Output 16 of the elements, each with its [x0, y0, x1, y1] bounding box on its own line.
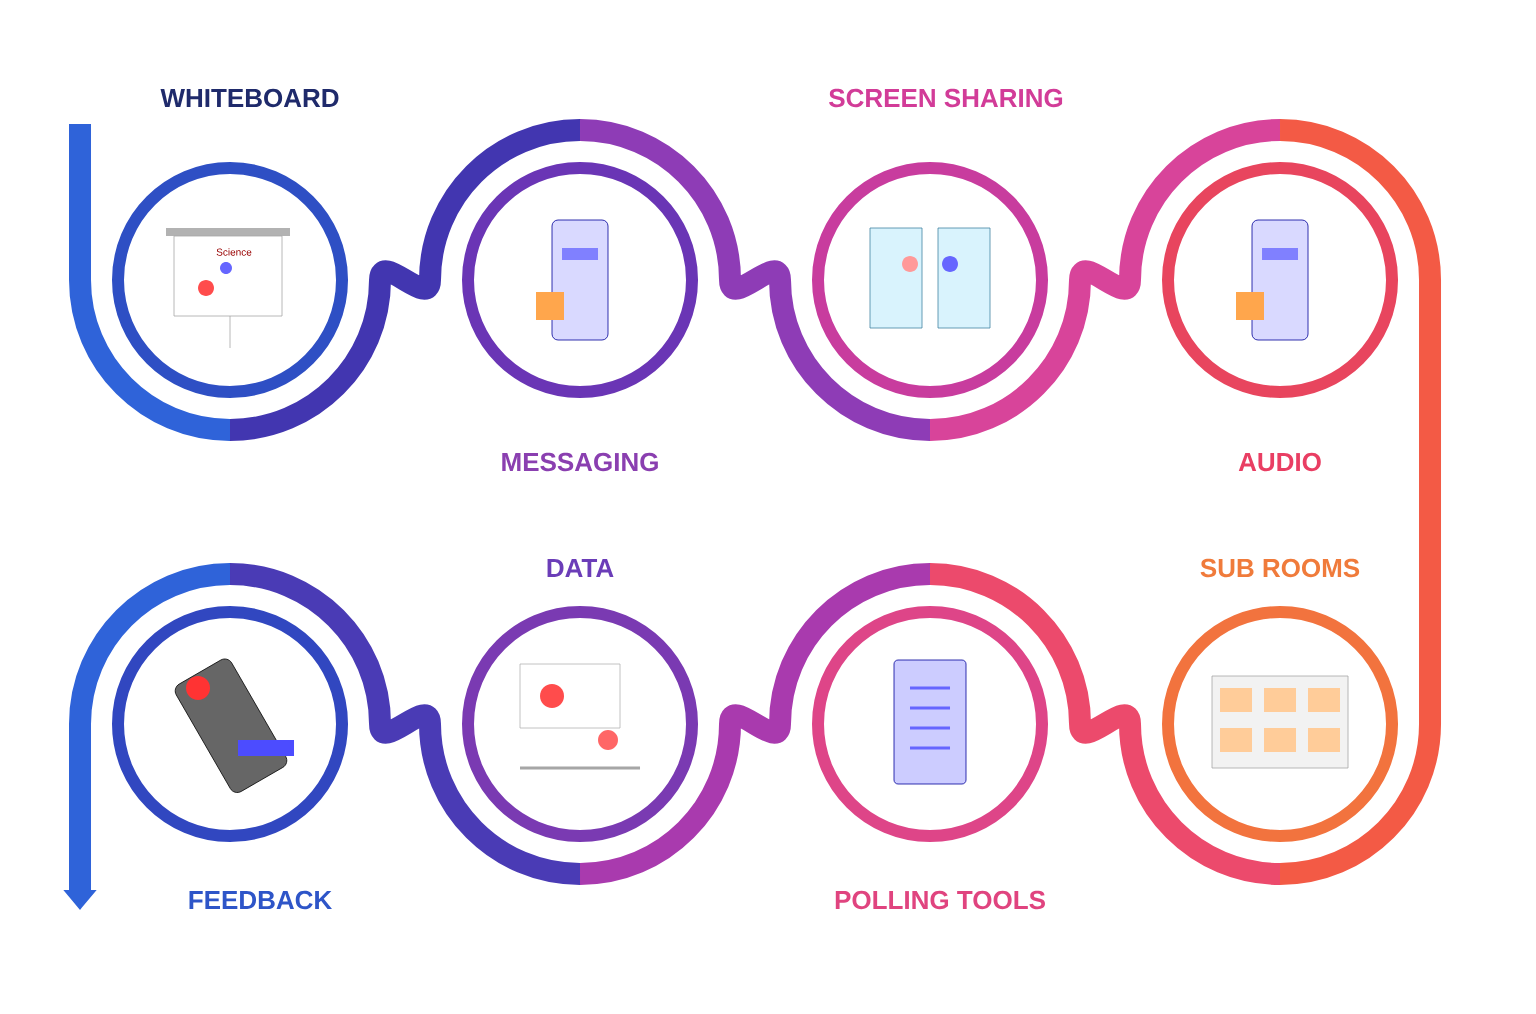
road-path — [69, 124, 231, 441]
road-path — [1279, 119, 1441, 885]
road-path — [579, 119, 931, 441]
heading: SUB ROOMS — [1200, 558, 1360, 578]
road-path — [929, 119, 1281, 441]
road-path — [229, 563, 581, 885]
heading: FEEDBACK — [189, 890, 332, 910]
road-path — [579, 563, 931, 885]
heading: SCREEN SHARING — [829, 88, 1063, 108]
heading: AUDIO — [1238, 452, 1321, 472]
heading: POLLING TOOLS — [835, 890, 1045, 910]
heading: MESSAGING — [502, 452, 658, 472]
heading: DATA — [547, 559, 614, 577]
heading: WHITEBOARD — [160, 88, 339, 108]
road-path — [229, 119, 581, 441]
road-path — [929, 563, 1281, 885]
